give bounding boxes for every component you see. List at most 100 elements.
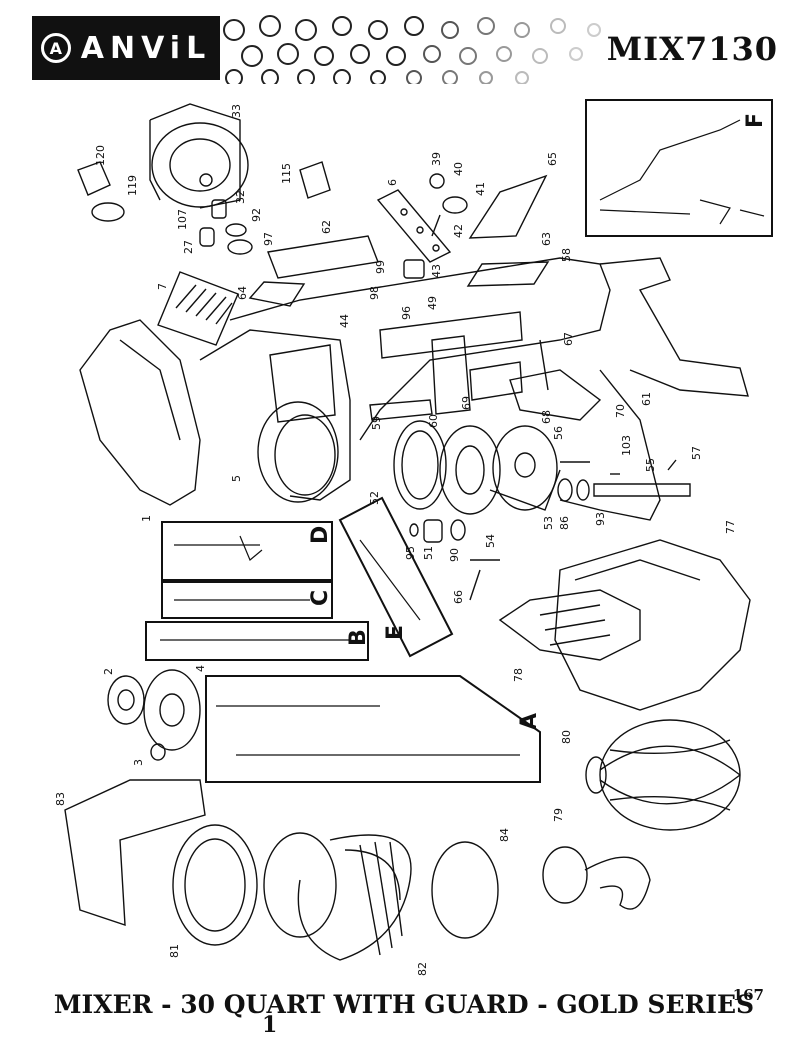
part-label: 40 — [452, 162, 465, 176]
part-label: 54 — [484, 534, 497, 548]
part-label: 64 — [236, 286, 249, 300]
part-label: 68 — [540, 410, 553, 424]
brand-name: ANViL — [80, 30, 212, 66]
guard-cover — [79, 319, 201, 506]
ring-gear-52 — [393, 420, 447, 510]
splash-guard-82 — [297, 834, 412, 961]
part-label: 67 — [562, 332, 575, 346]
dough-hook — [542, 846, 651, 910]
anvil-a-icon: A — [40, 33, 71, 63]
header: A ANViL MIX7130 — [0, 0, 808, 90]
part-label: 79 — [552, 808, 565, 822]
inset-E-box — [338, 496, 454, 658]
plate-65 — [468, 174, 548, 239]
inset-D-box — [161, 521, 333, 581]
part-label: 81 — [168, 944, 181, 958]
model-number: MIX7130 — [606, 30, 778, 68]
gear-51 — [423, 519, 443, 543]
part-label: 107 — [176, 209, 189, 230]
inset-B-box — [145, 621, 369, 661]
part-label: 103 — [620, 435, 633, 456]
part-label: 66 — [452, 590, 465, 604]
part-label: 39 — [430, 152, 443, 166]
part-label: 86 — [558, 516, 571, 530]
gasket-84 — [431, 841, 499, 939]
part-label: 4 — [194, 665, 207, 672]
inset-F-box — [585, 99, 773, 237]
part-label: 83 — [54, 792, 67, 806]
inset-C-letter: C — [308, 590, 333, 606]
flat-beater — [498, 589, 641, 661]
part-label: 120 — [94, 145, 107, 166]
part-label: 80 — [560, 730, 573, 744]
part-label: 115 — [280, 163, 293, 184]
part-label: 98 — [368, 286, 381, 300]
part-label: 52 — [368, 491, 381, 505]
page-title: MIXER - 30 QUART WITH GUARD - GOLD SERIE… — [53, 990, 755, 1019]
mixer-frame — [199, 257, 749, 521]
part-label: 77 — [724, 520, 737, 534]
inset-E-letter: E — [383, 625, 408, 640]
part-label: 58 — [560, 248, 573, 262]
part-label: 92 — [250, 208, 263, 222]
part-label: 59 — [370, 416, 383, 430]
part-label: 3 — [132, 759, 145, 766]
plate-62 — [267, 235, 379, 279]
part-label: 56 — [552, 426, 565, 440]
part-label: 62 — [320, 220, 333, 234]
bowl — [554, 539, 751, 711]
part-label: 41 — [474, 182, 487, 196]
switch-115 — [299, 161, 331, 199]
page-subtitle: 1 — [262, 1012, 278, 1038]
part-label: 43 — [430, 264, 443, 278]
part-label: 63 — [540, 232, 553, 246]
gear-27 — [199, 227, 215, 247]
switch-120 — [77, 161, 111, 196]
part-label: 60 — [427, 414, 440, 428]
part-label: 6 — [386, 179, 399, 186]
part-label: 69 — [460, 396, 473, 410]
plate-63 — [466, 261, 550, 287]
part-label: 44 — [338, 314, 351, 328]
part-label: 33 — [230, 104, 243, 118]
shield-83 — [64, 779, 206, 926]
inset-D-letter: D — [308, 526, 333, 544]
part-label: 61 — [640, 392, 653, 406]
shaft-55 — [593, 483, 691, 497]
part-label: 53 — [542, 516, 555, 530]
vent-cover — [157, 271, 239, 346]
part-label: 97 — [262, 232, 275, 246]
part-label: 78 — [512, 668, 525, 682]
part-label: 2 — [102, 668, 115, 675]
part-label: 95 — [404, 546, 417, 560]
flange-4 — [143, 669, 201, 751]
part-label: 65 — [546, 152, 559, 166]
part-label: 119 — [126, 175, 139, 196]
part-label: 27 — [182, 240, 195, 254]
part-label: 84 — [498, 828, 511, 842]
anvil-logo: A ANViL — [32, 16, 220, 80]
motor-drawing — [149, 103, 249, 219]
wire-whip — [585, 719, 741, 831]
part-label: 57 — [690, 446, 703, 460]
part-label: 5 — [230, 475, 243, 482]
part-label: 93 — [594, 512, 607, 526]
inset-A-letter: A — [517, 713, 542, 730]
hub-2 — [107, 675, 145, 725]
plate-6 — [376, 189, 452, 263]
part-label: 96 — [400, 306, 413, 320]
part-label: 49 — [426, 296, 439, 310]
part-label: 99 — [374, 260, 387, 274]
inset-B-letter: B — [346, 629, 371, 646]
plate-64 — [248, 281, 306, 307]
part-label: 32 — [234, 190, 247, 204]
logo-pattern — [223, 15, 601, 84]
part-label: 7 — [156, 283, 169, 290]
part-label: 90 — [448, 548, 461, 562]
inset-A-box — [205, 675, 541, 783]
part-label: 55 — [644, 458, 657, 472]
lever-67 — [539, 339, 549, 391]
inset-F-letter: F — [743, 113, 768, 128]
page-number: 167 — [732, 986, 764, 1004]
inset-C-box — [161, 581, 333, 619]
